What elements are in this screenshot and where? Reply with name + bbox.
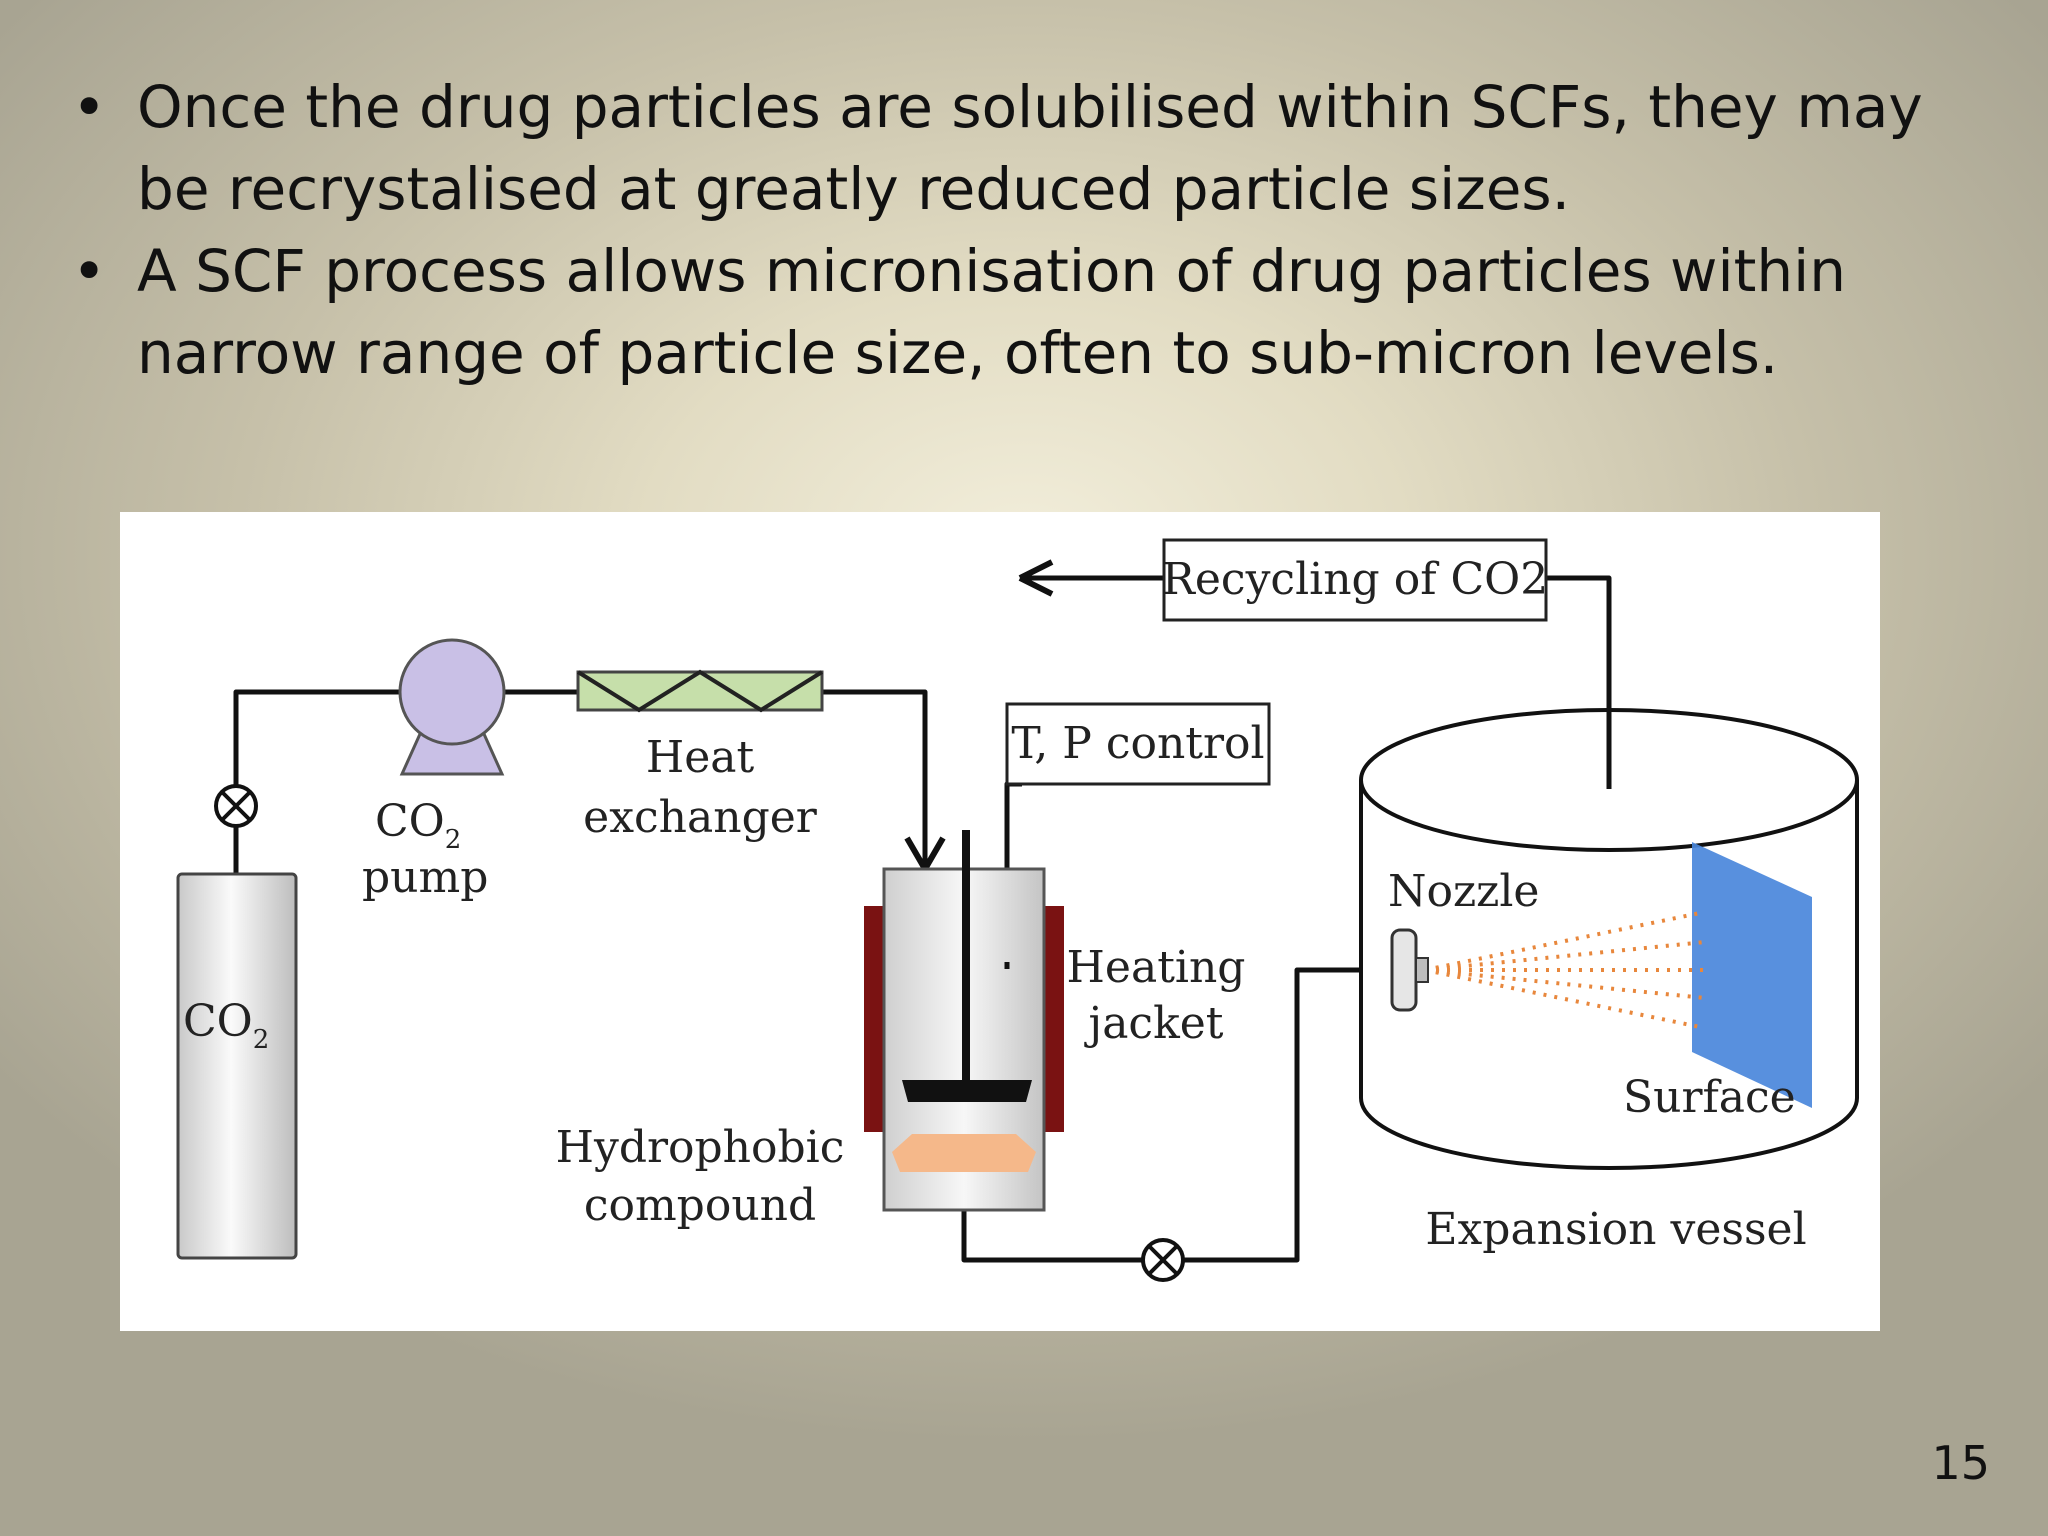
pump-label-line2: pump: [362, 852, 488, 903]
bullet-text: A SCF process allows micronisation of dr…: [137, 237, 1846, 387]
co2-cylinder: CO2: [176, 872, 298, 1260]
bullet-item: • Once the drug particles are solubilise…: [70, 66, 1970, 230]
pump-label: CO2: [375, 796, 461, 855]
pipe-exchanger-to-reactor: [822, 689, 928, 869]
bullet-item: • A SCF process allows micronisation of …: [70, 230, 1970, 394]
heating-jacket-label-line1: Heating: [1067, 942, 1246, 993]
valve-icon: [1141, 1238, 1185, 1282]
heating-jacket-left: [864, 906, 884, 1132]
bullet-dot: •: [72, 73, 107, 141]
scf-process-diagram: CO2 CO2 pump Heat exchanger: [120, 512, 1880, 1331]
pump-label-subscript: 2: [445, 825, 462, 855]
cylinder-label-subscript: 2: [253, 1025, 270, 1055]
surface-label: Surface: [1623, 1072, 1796, 1123]
hydrophobic-compound-label-line2: compound: [584, 1180, 816, 1231]
scf-diagram-svg: CO2 CO2 pump Heat exchanger: [176, 538, 1859, 1282]
cylinder-label: CO2: [183, 996, 269, 1055]
reactor-vessel: [864, 830, 1064, 1212]
hydrophobic-compound-fill: [892, 1134, 1036, 1172]
cylinder-label-co: CO: [183, 996, 253, 1047]
heating-jacket-label-line2: jacket: [1084, 998, 1224, 1049]
co2-pump: CO2 pump: [362, 638, 506, 903]
surface-plate: [1692, 842, 1812, 1108]
pump-label-co: CO: [375, 796, 445, 847]
tp-control-label: T, P control: [1011, 718, 1264, 769]
recycling-label: Recycling of CO2: [1162, 554, 1548, 605]
pipe-to-nozzle: [1183, 967, 1392, 1263]
bullet-list: • Once the drug particles are solubilise…: [70, 66, 1970, 394]
stirrer-blade: [902, 1080, 1032, 1102]
recycling-co2-box: Recycling of CO2: [1162, 538, 1548, 622]
expansion-vessel-label: Expansion vessel: [1425, 1204, 1806, 1255]
spray-pattern: [1424, 910, 1706, 1030]
heating-jacket-right: [1044, 906, 1064, 1132]
pipe-reactor-outlet: [961, 1210, 1143, 1263]
valve-icon: [214, 784, 258, 828]
tp-control-box: T, P control: [1005, 702, 1271, 786]
arrow-left-icon: [1018, 559, 1054, 597]
hydrophobic-compound-label-line1: Hydrophobic: [556, 1122, 845, 1173]
expansion-vessel: [1359, 640, 1859, 1170]
page-number: 15: [1931, 1436, 1990, 1490]
heat-exchanger-label-line1: Heat: [646, 732, 755, 783]
heat-exchanger-label-line2: exchanger: [583, 792, 818, 843]
nozzle-icon: [1390, 928, 1429, 1012]
nozzle-label: Nozzle: [1388, 866, 1539, 917]
bullet-text: Once the drug particles are solubilised …: [137, 73, 1923, 223]
bullet-dot: •: [72, 237, 107, 305]
heat-exchanger: Heat exchanger: [576, 669, 824, 843]
